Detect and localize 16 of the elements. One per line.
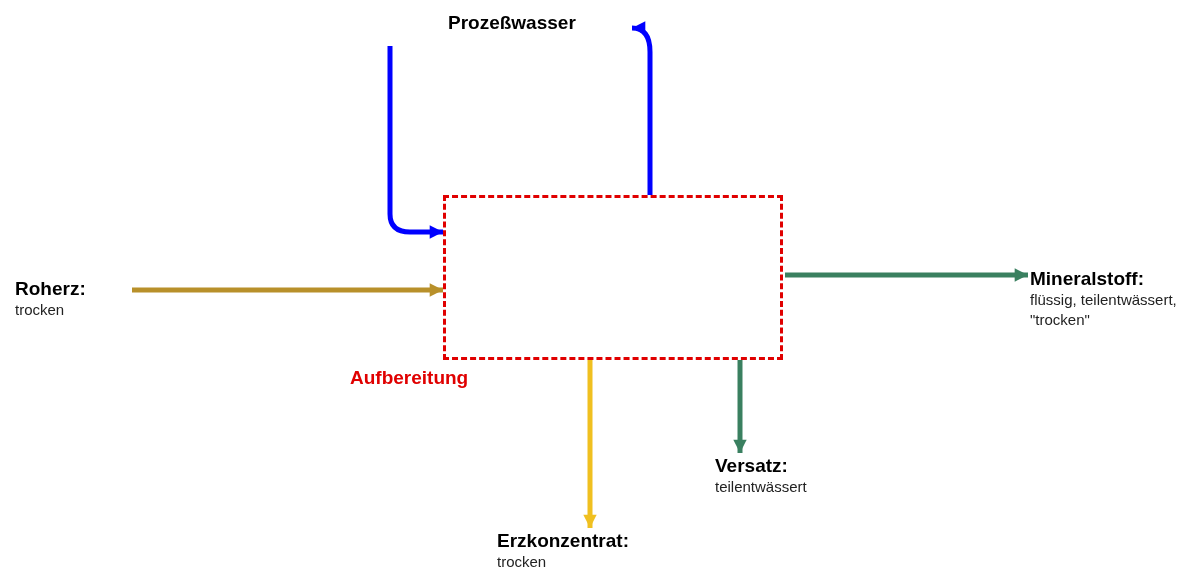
node-note: trocken bbox=[15, 300, 66, 320]
node-note: teilentwässert bbox=[715, 477, 808, 497]
ore-label: Roherz: bbox=[15, 278, 87, 300]
process-title: Aufbereitung bbox=[350, 367, 469, 389]
water-label: Prozeßwasser bbox=[448, 12, 577, 34]
flow-arrow bbox=[631, 22, 653, 195]
node-note: trocken bbox=[497, 552, 548, 572]
flow-arrow bbox=[132, 283, 443, 297]
flow-arrow bbox=[785, 268, 1028, 282]
flow-arrow bbox=[583, 360, 597, 528]
mineral-label: Mineralstoff: bbox=[1030, 268, 1145, 290]
node-note: flüssig, teilentwässert, "trocken" bbox=[1030, 290, 1178, 329]
backfill-label: Versatz: bbox=[715, 455, 789, 477]
concentrate-label: Erzkonzentrat: bbox=[497, 530, 630, 552]
flow-arrow bbox=[733, 360, 747, 453]
flow-arrow bbox=[387, 46, 443, 239]
